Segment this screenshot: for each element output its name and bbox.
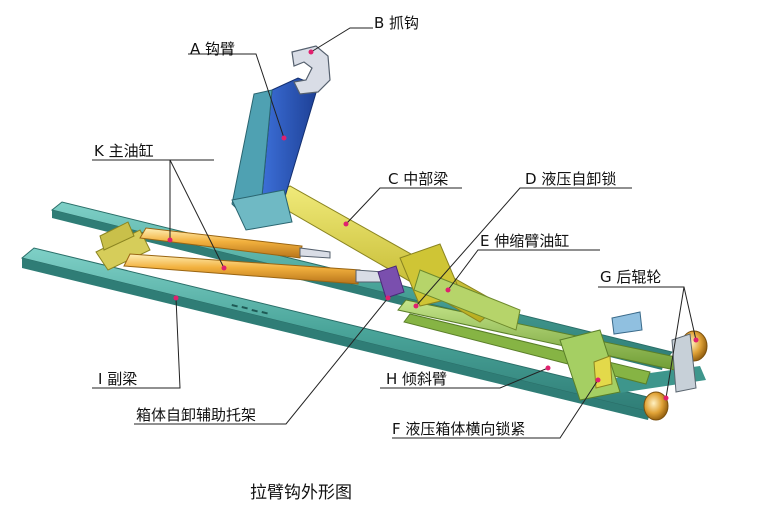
label-box-tipper-bracket: 箱体自卸辅助托架	[136, 406, 257, 424]
rear-rollers	[643, 330, 708, 421]
main-cylinder-upper	[139, 227, 303, 259]
figure-caption: 拉臂钩外形图	[250, 483, 352, 503]
leader-G	[598, 286, 697, 341]
leader-D	[415, 187, 632, 307]
leader-lines	[92, 27, 697, 439]
anchor-dots	[167, 49, 699, 401]
leader-B	[310, 27, 373, 53]
rail-slots	[231, 304, 268, 315]
leader-G-lower	[665, 286, 685, 399]
rear-roller-lower	[643, 391, 669, 421]
leader-E	[447, 249, 600, 291]
leader-K-lower	[169, 159, 225, 269]
telescopic-arm-frame	[413, 269, 521, 331]
leader-C	[345, 187, 462, 225]
label-tilt-arm: H 倾斜臂	[386, 370, 448, 388]
box-tipper-bracket	[377, 265, 405, 299]
leader-H	[380, 367, 549, 389]
leader-I	[92, 297, 181, 389]
grab-hook-body	[291, 45, 331, 95]
leader-bracket	[134, 297, 389, 425]
hook-arm	[231, 77, 319, 231]
label-sub-beam: I 副梁	[98, 370, 138, 388]
label-grab-hook: B 抓钩	[374, 14, 420, 32]
grab-hook	[291, 45, 331, 95]
leader-F	[392, 379, 599, 439]
label-hook-arm: A 钩臂	[190, 40, 236, 58]
front-cylinder-mount	[95, 221, 151, 271]
label-hydraulic-tipper-lock: D 液压自卸锁	[525, 170, 617, 188]
label-lateral-lock: F 液压箱体横向锁紧	[392, 420, 526, 438]
middle-beam	[264, 185, 521, 331]
label-middle-beam: C 中部梁	[388, 170, 449, 188]
sub-beam-lower-rail-side	[22, 258, 650, 420]
label-rear-roller: G 后辊轮	[600, 268, 662, 286]
label-main-cylinder: K 主油缸	[94, 142, 154, 160]
label-telescopic-cylinder: E 伸缩臂油缸	[480, 232, 570, 250]
hook-arm-base	[231, 189, 293, 231]
main-cylinder-upper-rod	[299, 247, 331, 259]
rear-roller-bracket	[671, 333, 697, 393]
leader-A	[188, 53, 285, 139]
